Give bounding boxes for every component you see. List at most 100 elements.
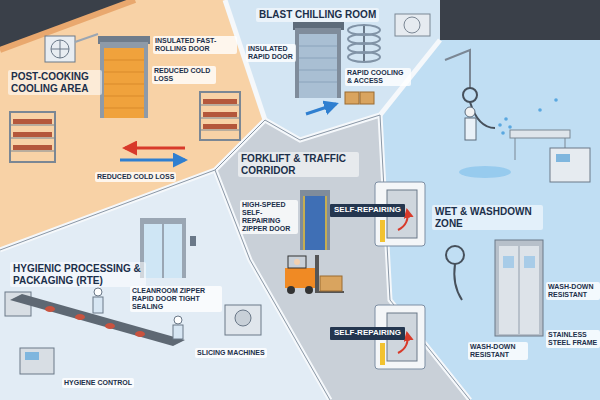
wheel [287, 286, 295, 294]
control-station [20, 348, 54, 374]
callout-label: REDUCED COLD LOSS [152, 66, 216, 84]
station-screen [25, 352, 39, 360]
feature-inset: SELF-REPAIRING [330, 182, 425, 246]
food-tray [203, 124, 237, 129]
rolling-door [104, 48, 144, 118]
hose-reel [446, 246, 464, 264]
bollard [380, 343, 385, 365]
processing-floor [0, 170, 330, 400]
crate [345, 92, 359, 104]
ac-unit [395, 14, 430, 36]
forklift-driver [294, 259, 300, 265]
worker-head [94, 288, 102, 296]
zone-heading: WET & WASHDOWN ZONE [432, 205, 543, 230]
callout-label: REDUCED COLD LOSS [95, 172, 176, 182]
callout-label: STAINLESS STEEL FRAME [546, 330, 600, 348]
door-slats [299, 46, 337, 82]
food-tray [13, 145, 52, 150]
machine-screen [556, 154, 570, 162]
water-drop [508, 125, 512, 129]
crate [360, 92, 374, 104]
callout-label: HIGH-SPEED SELF-REPAIRING ZIPPER DOOR [240, 200, 298, 234]
callout-label: RAPID COOLING & ACCESS [345, 68, 411, 86]
worker-body [93, 297, 103, 313]
meat-piece [45, 306, 55, 312]
pipe [75, 34, 98, 42]
glass-door [144, 224, 162, 278]
water-drop [504, 117, 508, 121]
fan-blades [51, 40, 69, 58]
worker-body [465, 118, 476, 140]
forklift-mast [315, 255, 319, 293]
wall [215, 170, 330, 400]
hose-coil [463, 88, 477, 102]
door-leaf [499, 246, 518, 334]
wall-edge [215, 170, 330, 400]
callout-label: INSULATED RAPID DOOR [246, 44, 296, 62]
glass-door [164, 224, 182, 278]
rack-shelves [200, 105, 240, 130]
hose [454, 264, 462, 300]
food-tray [203, 99, 237, 104]
feature-tag: SELF-REPAIRING [330, 204, 405, 217]
flow-arrow [125, 147, 185, 150]
zone-heading: HYGIENIC PROCESSING & PACKAGING (RTE) [10, 262, 146, 287]
water-drop [538, 108, 542, 112]
callout-label: CLEANROOM ZIPPER RAPID DOOR TIGHT SEALIN… [130, 286, 222, 312]
wheel [305, 286, 313, 294]
callout-label: WASH-DOWN RESISTANT [546, 282, 600, 300]
washdown-floor [380, 40, 600, 400]
slicer-blade [235, 310, 251, 326]
rapid-door [299, 34, 337, 98]
water-puddle [459, 166, 511, 178]
callout-label: WASH-DOWN RESISTANT [468, 342, 528, 360]
meat-piece [105, 323, 115, 329]
feature-tag: SELF-REPAIRING [330, 327, 405, 340]
rack [10, 112, 55, 162]
zone-heading: POST-COOKING COOLING AREA [8, 70, 102, 95]
flow-arrow [120, 159, 185, 162]
food-tray [13, 132, 52, 137]
pallet-load [320, 276, 342, 291]
slicing-machine [225, 305, 261, 335]
steel-table [510, 130, 570, 138]
flow-arrow [306, 104, 336, 114]
wall-edge [0, 115, 470, 400]
pipe [445, 50, 470, 88]
water-drop [498, 123, 502, 127]
door-window [503, 256, 514, 268]
spiral-coil [348, 52, 380, 62]
meat-piece [135, 331, 145, 337]
zone-heading: BLAST CHILLING ROOM [256, 8, 379, 22]
door-frame [300, 190, 330, 250]
door-frame [140, 218, 186, 278]
callout-label: INSULATED FAST-ROLLING DOOR [153, 36, 237, 54]
rack [200, 92, 240, 140]
door-frame [295, 28, 341, 98]
forklift-body [285, 268, 315, 288]
food-tray [13, 119, 52, 124]
fan-unit [45, 36, 75, 62]
rack-shelves [10, 125, 55, 151]
callout-label: SLICING MACHINES [195, 348, 267, 358]
bollard [380, 220, 385, 242]
ac-fan [404, 17, 420, 33]
zone-heading: FORKLIFT & TRAFFIC CORRIDOR [238, 152, 359, 177]
stainless-frame [495, 240, 543, 336]
door-frame [100, 42, 148, 118]
water-drop [501, 131, 505, 135]
wall [0, 0, 265, 250]
feature-inset: SELF-REPAIRING [330, 305, 425, 369]
door-leaf [520, 246, 539, 334]
callout-label: HYGIENE CONTROL [62, 378, 134, 388]
zipper-door [303, 196, 327, 250]
worker-head [465, 107, 475, 117]
zipper-edge [304, 196, 326, 250]
food-tray [203, 112, 237, 117]
machine [550, 148, 590, 182]
worker-head [174, 316, 182, 324]
door-window [524, 256, 535, 268]
